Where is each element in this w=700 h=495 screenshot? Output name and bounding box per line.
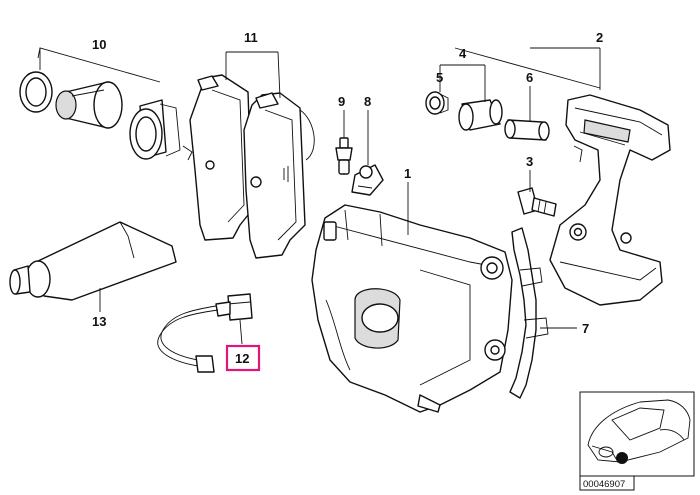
part-1-caliper-housing[interactable] — [311, 204, 513, 413]
location-marker-icon — [616, 452, 628, 464]
callout-12[interactable]: 12 — [235, 351, 249, 366]
callout-9: 9 — [338, 94, 345, 109]
part-7-anti-rattle-spring[interactable] — [509, 227, 549, 399]
part-3-hex-bolt[interactable] — [517, 187, 557, 217]
callout-3: 3 — [526, 154, 533, 169]
part-11-brake-pads[interactable] — [189, 74, 315, 259]
callout-13: 13 — [92, 314, 106, 329]
diagram-reference-number: 00046907 — [583, 479, 625, 490]
part-12-brake-wear-sensor[interactable] — [157, 293, 253, 373]
part-5-guide-bush[interactable] — [425, 91, 449, 115]
part-2-caliper-carrier[interactable] — [549, 94, 671, 306]
car-outline-icon — [587, 399, 691, 463]
part-6-guide-bolt[interactable] — [504, 119, 550, 141]
callout-8: 8 — [364, 94, 371, 109]
callout-11: 11 — [244, 30, 258, 45]
callout-labels: 10 11 9 8 1 2 4 5 6 3 7 13 12 — [92, 30, 603, 372]
callout-2: 2 — [596, 30, 603, 45]
callout-5: 5 — [436, 70, 443, 85]
part-8-bleeder-cap[interactable] — [351, 164, 384, 196]
part-13-grease-tube[interactable] — [9, 221, 177, 301]
callout-12-highlight-box — [225, 344, 261, 372]
callout-4: 4 — [459, 46, 467, 61]
part-9-bleeder-screw[interactable] — [335, 137, 353, 175]
part-4-guide-sleeve[interactable] — [458, 99, 503, 131]
part-10-piston-set[interactable] — [19, 71, 193, 161]
callout-10: 10 — [92, 37, 106, 52]
callout-6: 6 — [526, 70, 533, 85]
vehicle-locator-inset: 00046907 — [579, 391, 695, 491]
callout-1: 1 — [404, 166, 411, 181]
callout-7: 7 — [582, 321, 589, 336]
leader-lines — [37, 47, 601, 345]
